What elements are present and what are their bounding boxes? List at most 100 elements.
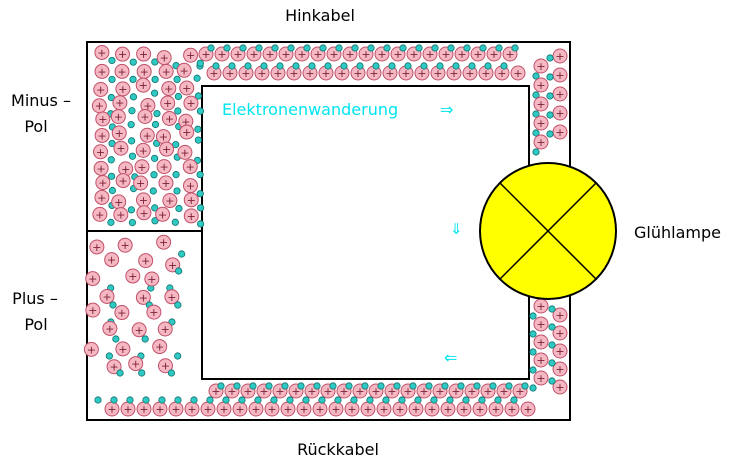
- svg-text:+: +: [161, 323, 170, 336]
- svg-text:+: +: [451, 385, 460, 398]
- svg-text:+: +: [165, 112, 174, 125]
- svg-text:+: +: [536, 372, 545, 385]
- electron: [108, 186, 117, 195]
- positive-ion: +: [168, 401, 184, 417]
- svg-text:+: +: [481, 67, 490, 80]
- electron: [150, 171, 158, 179]
- electron: [233, 382, 241, 390]
- positive-ion: +: [137, 109, 153, 125]
- svg-text:+: +: [160, 52, 169, 65]
- positive-ion: +: [94, 63, 110, 79]
- electron: [393, 382, 401, 390]
- positive-ion: +: [183, 208, 199, 224]
- positive-ion: +: [392, 401, 408, 417]
- electron: [420, 62, 428, 70]
- svg-text:+: +: [289, 67, 298, 80]
- electron: [548, 305, 556, 313]
- svg-text:+: +: [275, 385, 284, 398]
- electron: [138, 369, 146, 377]
- svg-text:+: +: [435, 385, 444, 398]
- electron: [546, 130, 554, 138]
- svg-text:+: +: [465, 67, 474, 80]
- svg-text:+: +: [109, 361, 118, 374]
- svg-text:+: +: [155, 341, 164, 354]
- electron: [286, 396, 294, 404]
- positive-ion: +: [152, 339, 168, 355]
- svg-text:+: +: [241, 67, 250, 80]
- electron: [271, 44, 279, 52]
- svg-text:+: +: [473, 48, 482, 61]
- electron: [548, 359, 556, 367]
- electron: [367, 44, 375, 52]
- electron: [546, 92, 554, 100]
- svg-text:+: +: [555, 381, 564, 394]
- positive-ion: +: [135, 192, 151, 208]
- electron: [446, 396, 454, 404]
- positive-ion: +: [128, 356, 144, 372]
- electron: [404, 62, 412, 70]
- positive-ion: +: [533, 96, 549, 112]
- svg-text:+: +: [273, 67, 282, 80]
- svg-text:+: +: [353, 67, 362, 80]
- electron: [447, 44, 455, 52]
- positive-ion: +: [83, 341, 99, 357]
- svg-text:+: +: [305, 67, 314, 80]
- svg-text:+: +: [555, 309, 564, 322]
- electron: [318, 396, 326, 404]
- positive-ion: +: [91, 98, 107, 114]
- electron: [334, 396, 342, 404]
- positive-ion: +: [533, 316, 549, 332]
- svg-text:+: +: [96, 83, 105, 96]
- electron: [110, 396, 118, 404]
- positive-ion: +: [156, 234, 172, 250]
- svg-text:+: +: [515, 385, 524, 398]
- svg-text:+: +: [337, 67, 346, 80]
- svg-text:+: +: [123, 403, 132, 416]
- particle-layer: + + + + + + + + + + + + + + + + + + + + + + + + + + + + + + + + + + + + + + + +…: [83, 44, 568, 417]
- svg-text:+: +: [118, 48, 127, 61]
- electron: [171, 218, 179, 226]
- electron: [196, 59, 204, 67]
- svg-text:+: +: [507, 403, 516, 416]
- electron: [151, 120, 160, 129]
- positive-ion: +: [113, 207, 129, 223]
- svg-text:+: +: [427, 403, 436, 416]
- positive-ion: +: [398, 65, 414, 81]
- lamp-filament-2: [499, 182, 597, 280]
- electron: [178, 250, 186, 258]
- electron: [128, 152, 137, 160]
- svg-text:+: +: [117, 65, 126, 78]
- svg-text:+: +: [107, 254, 116, 267]
- svg-text:+: +: [379, 403, 388, 416]
- svg-text:+: +: [339, 385, 348, 398]
- svg-text:+: +: [186, 49, 195, 62]
- electron: [196, 107, 205, 115]
- svg-text:+: +: [513, 67, 522, 80]
- svg-text:+: +: [140, 111, 149, 124]
- svg-text:+: +: [209, 67, 218, 80]
- electron: [414, 396, 422, 404]
- svg-text:+: +: [180, 64, 189, 77]
- electron: [151, 75, 159, 84]
- positive-ion: +: [144, 271, 160, 287]
- svg-text:+: +: [555, 88, 564, 101]
- electron: [190, 396, 198, 404]
- svg-text:+: +: [411, 403, 420, 416]
- svg-text:+: +: [361, 48, 370, 61]
- svg-text:+: +: [555, 126, 564, 139]
- electron: [409, 382, 417, 390]
- svg-text:+: +: [159, 131, 168, 144]
- svg-text:+: +: [149, 306, 158, 319]
- svg-text:+: +: [233, 48, 242, 61]
- electron: [350, 396, 358, 404]
- svg-text:+: +: [95, 208, 104, 221]
- svg-text:+: +: [555, 50, 564, 63]
- svg-text:+: +: [265, 48, 274, 61]
- electron: [127, 206, 135, 214]
- positive-ion: +: [161, 110, 177, 126]
- positive-ion: +: [533, 334, 549, 350]
- electron: [128, 137, 136, 145]
- electron: [489, 382, 497, 390]
- positive-ion: +: [120, 401, 136, 417]
- positive-ion: +: [134, 159, 150, 175]
